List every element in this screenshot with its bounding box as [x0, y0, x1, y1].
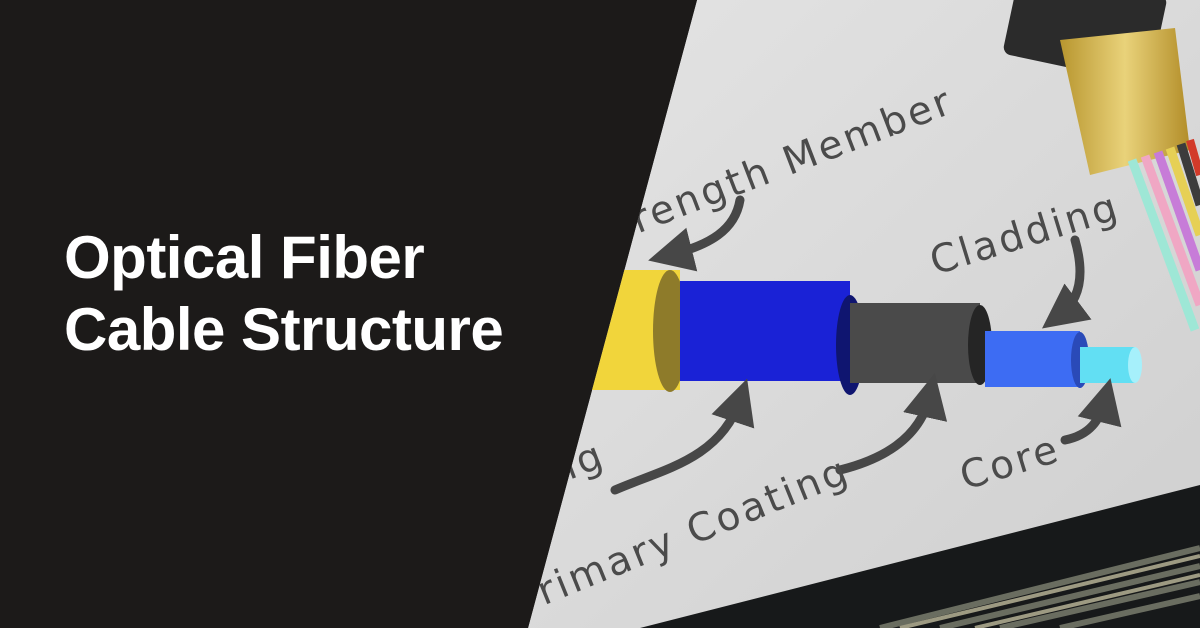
primary-coating-arrow — [835, 373, 948, 475]
strength-member-end — [653, 270, 687, 392]
buffer-arrow — [610, 378, 755, 495]
title-line-1: Optical Fiber — [64, 224, 425, 291]
core-end — [1128, 347, 1142, 383]
colored-fibers — [1127, 138, 1200, 332]
strength-member-arrow — [648, 195, 745, 272]
fiber-strands-bottom — [879, 545, 1200, 628]
cladding-layer — [985, 331, 1080, 387]
coating-layer — [850, 303, 980, 383]
kevlar-strength-member — [1060, 28, 1190, 175]
page-title: Optical Fiber Cable Structure — [64, 222, 504, 366]
core-arrow — [1060, 378, 1122, 445]
title-line-2: Cable Structure — [64, 296, 504, 363]
desk-surface — [640, 485, 1200, 628]
pointer-arrows — [610, 195, 1122, 495]
buffer-layer — [680, 281, 850, 381]
cladding-arrow — [1042, 235, 1092, 329]
core-layer — [1080, 347, 1135, 383]
fiber-layers — [560, 270, 1142, 395]
